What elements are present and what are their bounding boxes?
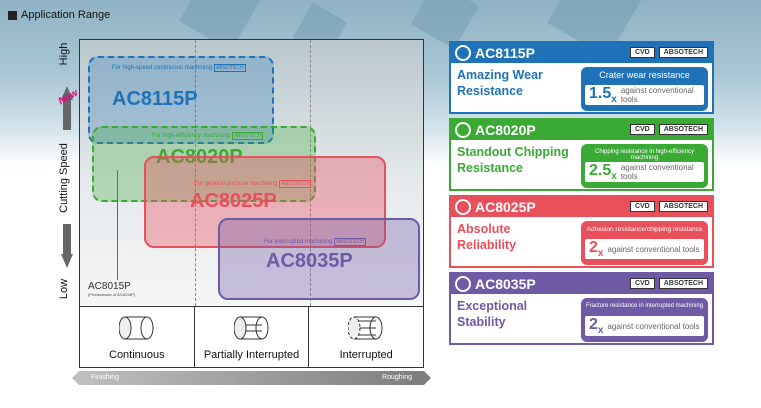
feature-badge: Adhesion resistance/chipping resistance …: [581, 221, 708, 265]
legacy-note: (Predecessor of AC8115P): [88, 292, 136, 297]
mode-interrupted: Interrupted: [309, 307, 423, 367]
absotech-tag: ABSOTECH: [658, 278, 708, 289]
absotech-tag: ABSOTECH: [658, 124, 708, 135]
partially-interrupted-icon: [233, 316, 268, 340]
section-title: Application Range: [8, 9, 110, 21]
circle-insert-icon: [455, 199, 471, 215]
arrow-down-icon: [61, 254, 73, 268]
grade-name: AC8035P: [266, 250, 353, 272]
cvd-tag: CVD: [629, 201, 655, 212]
interrupted-cutting-icon: [348, 316, 383, 340]
legacy-pointer-line: [117, 170, 118, 280]
feature-badge: Fracture resistance in interrupted machi…: [581, 298, 708, 342]
cvd-tag: CVD: [629, 278, 655, 289]
cvd-tag: CVD: [629, 47, 655, 58]
cutting-modes: Continuous Partially Interrupted Interru…: [79, 307, 424, 368]
feature-badge: Chipping resistance in high-efficiency m…: [581, 144, 708, 188]
grade-name: AC8115P: [112, 88, 198, 110]
circle-insert-icon: [455, 45, 471, 61]
y-low-label: Low: [58, 278, 70, 300]
absotech-tag: ABSOTECH: [658, 201, 708, 212]
grade-name: AC8025P: [190, 190, 277, 212]
mode-continuous: Continuous: [80, 307, 195, 367]
notched-insert-icon: [455, 122, 471, 138]
absotech-tag: ABSOTECH: [658, 47, 708, 58]
title-square-icon: [8, 10, 17, 20]
grid-divider: [310, 40, 311, 306]
cvd-tag: CVD: [629, 124, 655, 135]
arrow-bar: [63, 224, 71, 254]
y-high-label: High: [58, 42, 70, 66]
finishing-roughing-scale: Finishing Roughing: [72, 371, 431, 385]
grid-divider: [195, 40, 196, 306]
legacy-name: AC8015P: [88, 281, 131, 292]
mode-partially-interrupted: Partially Interrupted: [195, 307, 310, 367]
continuous-cutting-icon: [118, 316, 154, 340]
gear-insert-icon: [455, 276, 471, 292]
arrow-bar: [63, 100, 71, 130]
y-axis-label: Cutting Speed: [58, 143, 70, 213]
arrow-up-icon: [61, 86, 73, 100]
legacy-grade: AC8015P (Predecessor of AC8115P): [88, 281, 135, 297]
